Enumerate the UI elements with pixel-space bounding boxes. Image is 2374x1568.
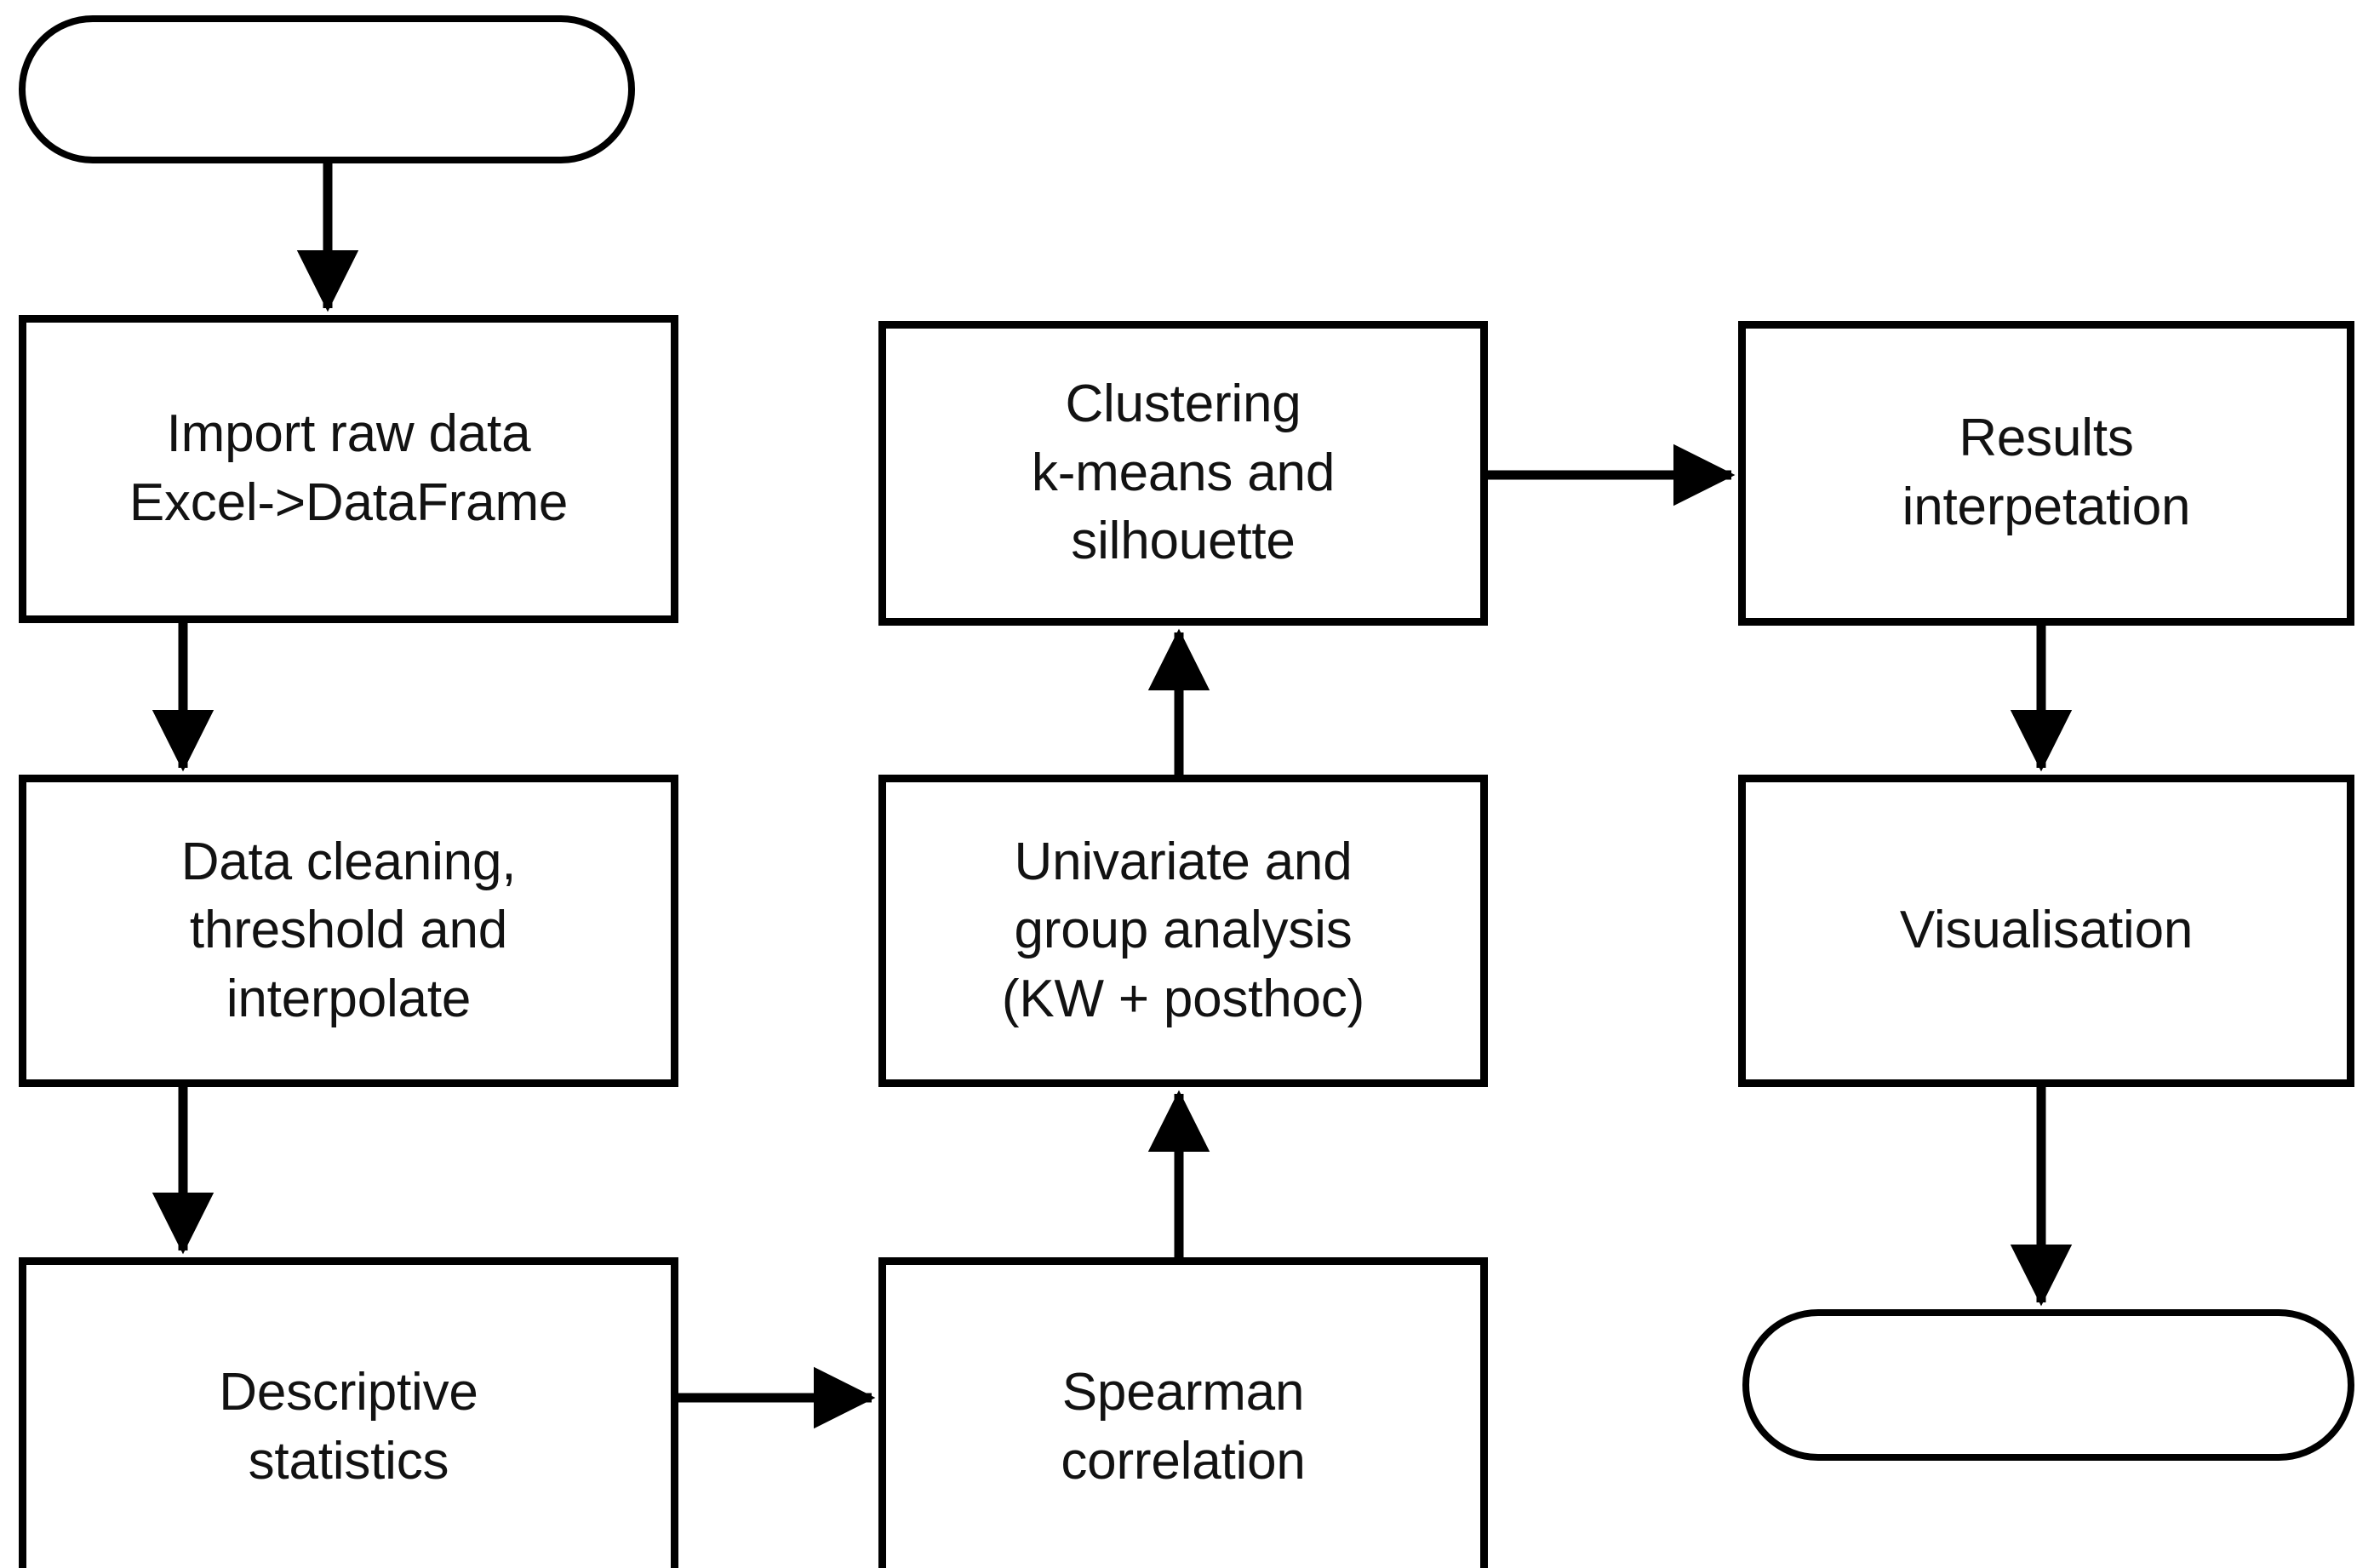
- node-univariate-group-analysis-label: Univariate and group analysis (KW + post…: [1001, 832, 1365, 1028]
- node-import-raw-data-label: Import raw data Excel->DataFrame: [129, 404, 569, 532]
- node-spearman-correlation-label: Spearman correlation: [1061, 1363, 1306, 1491]
- node-clustering-label: Clustering k-means and silhouette: [1031, 375, 1336, 571]
- node-visualisation-label: Visualisation: [1899, 901, 2194, 960]
- node-clustering[interactable]: Clustering k-means and silhouette: [878, 321, 1488, 626]
- node-univariate-group-analysis[interactable]: Univariate and group analysis (KW + post…: [878, 775, 1488, 1087]
- node-end-terminal[interactable]: [1742, 1309, 2354, 1461]
- node-data-cleaning-label: Data cleaning, threshold and interpolate: [180, 832, 517, 1028]
- node-results-interpetation[interactable]: Results interpetation: [1738, 321, 2354, 626]
- node-data-cleaning[interactable]: Data cleaning, threshold and interpolate: [19, 775, 678, 1087]
- node-start-terminal[interactable]: [19, 15, 635, 163]
- node-results-interpetation-label: Results interpetation: [1902, 409, 2191, 536]
- node-spearman-correlation[interactable]: Spearman correlation: [878, 1257, 1488, 1568]
- node-descriptive-statistics-label: Descriptive statistics: [219, 1363, 478, 1491]
- node-descriptive-statistics[interactable]: Descriptive statistics: [19, 1257, 678, 1568]
- node-visualisation[interactable]: Visualisation: [1738, 775, 2354, 1087]
- node-import-raw-data[interactable]: Import raw data Excel->DataFrame: [19, 315, 678, 623]
